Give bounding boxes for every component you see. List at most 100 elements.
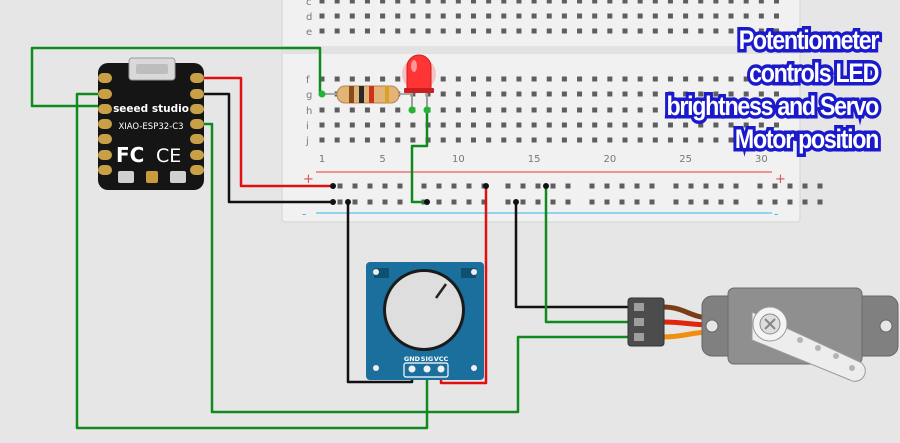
breadboard-hole	[505, 199, 511, 205]
breadboard-hole	[455, 137, 461, 143]
board-model: XIAO-ESP32-C3	[118, 122, 183, 132]
breadboard-hole	[622, 107, 628, 113]
breadboard-hole	[561, 137, 567, 143]
breadboard-hole	[535, 183, 541, 189]
breadboard-hole	[561, 107, 567, 113]
breadboard-hole	[349, 137, 355, 143]
breadboard-hole	[364, 0, 370, 4]
fc-mark: FC	[116, 143, 144, 167]
breadboard-hole	[622, 137, 628, 143]
breadboard-hole	[604, 183, 610, 189]
breadboard-hole	[395, 122, 401, 128]
breadboard-hole	[718, 183, 724, 189]
breadboard-hole	[481, 199, 487, 205]
breadboard-hole	[774, 13, 779, 19]
breadboard-hole	[319, 28, 325, 34]
breadboard-hole	[728, 137, 734, 143]
breadboard-hole	[516, 28, 522, 34]
breadboard-hole	[802, 183, 808, 189]
breadboard-hole	[380, 0, 386, 4]
breadboard-hole	[698, 122, 704, 128]
breadboard-hole	[395, 0, 401, 4]
breadboard-hole	[758, 137, 764, 143]
breadboard-hole	[349, 107, 355, 113]
breadboard-hole	[501, 107, 507, 113]
breadboard-hole	[561, 28, 567, 34]
breadboard-hole	[531, 13, 537, 19]
breadboard-hole	[634, 183, 640, 189]
breadboard-hole	[772, 183, 778, 189]
breadboard-hole	[703, 199, 709, 205]
board-pin	[190, 104, 204, 114]
breadboard-hole	[471, 0, 476, 4]
breadboard-hole	[758, 91, 764, 97]
breadboard-hole	[743, 122, 749, 128]
breadboard-hole	[334, 13, 340, 19]
breadboard-hole	[607, 28, 613, 34]
wire-black-gnd	[194, 92, 335, 204]
breadboard-hole	[380, 107, 386, 113]
breadboard-hole	[619, 183, 625, 189]
breadboard-hole	[546, 0, 552, 4]
breadboard-hole	[774, 76, 779, 82]
breadboard-hole	[451, 199, 457, 205]
wire-green-servo-vcc	[544, 184, 635, 324]
breadboard-hole	[652, 107, 658, 113]
breadboard-hole	[698, 76, 704, 82]
breadboard-hole	[440, 13, 446, 19]
breadboard-hole	[436, 199, 442, 205]
breadboard-hole	[743, 76, 749, 82]
breadboard-hole	[652, 28, 658, 34]
breadboard-hole	[455, 28, 461, 34]
breadboard-hole	[758, 0, 764, 4]
pot-pin-label-sig: SIG	[421, 355, 433, 363]
breadboard-hole	[743, 28, 749, 34]
breadboard-hole	[637, 28, 643, 34]
breadboard-hole	[577, 28, 583, 34]
breadboard-hole	[395, 137, 401, 143]
breadboard-hole	[531, 91, 537, 97]
breadboard-hole	[774, 137, 779, 143]
board-pin	[98, 73, 112, 83]
breadboard-hole	[471, 137, 476, 143]
board-pin	[98, 89, 112, 99]
breadboard-hole	[471, 107, 476, 113]
board-pin	[190, 73, 204, 83]
led	[402, 54, 436, 114]
breadboard-hole	[546, 122, 552, 128]
row-letter: e	[306, 27, 312, 38]
row-letter: c	[306, 0, 312, 8]
breadboard-hole	[516, 122, 522, 128]
breadboard-hole	[772, 199, 778, 205]
breadboard-hole	[713, 122, 719, 128]
breadboard-hole	[501, 28, 507, 34]
column-number: 5	[379, 154, 385, 165]
breadboard-hole	[455, 13, 461, 19]
breadboard-hole	[546, 28, 552, 34]
breadboard-holes-top	[319, 0, 779, 34]
breadboard-hole	[561, 91, 567, 97]
breadboard-hole	[652, 13, 658, 19]
breadboard-hole	[774, 107, 779, 113]
board-brand: seeed studio	[113, 103, 189, 115]
breadboard-hole	[319, 122, 325, 128]
breadboard-hole	[367, 199, 373, 205]
breadboard-hole	[319, 107, 325, 113]
breadboard-hole	[743, 137, 749, 143]
breadboard-hole	[364, 137, 370, 143]
breadboard-hole	[334, 0, 340, 4]
breadboard-hole	[334, 137, 340, 143]
breadboard-hole	[334, 122, 340, 128]
breadboard-hole	[577, 13, 583, 19]
breadboard-hole	[486, 76, 492, 82]
breadboard-hole	[486, 122, 492, 128]
breadboard-hole	[531, 122, 537, 128]
breadboard-hole	[607, 137, 613, 143]
title-line-2: controls LED	[746, 55, 882, 92]
breadboard-hole	[380, 13, 386, 19]
breadboard-hole	[364, 28, 370, 34]
breadboard-hole	[652, 122, 658, 128]
breadboard-hole	[787, 199, 793, 205]
